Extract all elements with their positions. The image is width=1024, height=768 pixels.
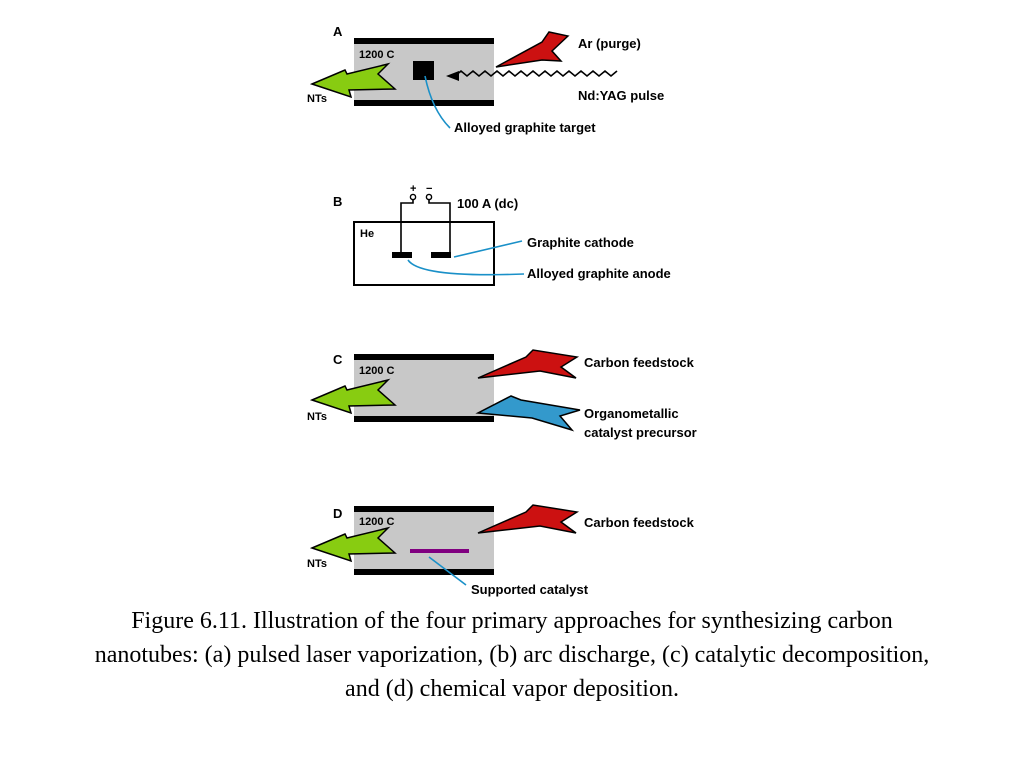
panel-b-wire-minus <box>428 199 451 256</box>
panel-a-laser-wave <box>454 69 618 78</box>
panel-b-minus-sign: − <box>426 183 432 195</box>
panel-d-top-wall <box>354 506 494 512</box>
panel-b-current-label: 100 A (dc) <box>457 196 518 211</box>
panel-b-anode-leader <box>407 259 525 276</box>
panel-b-wire-plus <box>400 199 414 256</box>
synthesis-diagram: A 1200 C Ar (purge) Nd:YAG pulse NTs All… <box>307 24 697 597</box>
panel-c-feed-label: Carbon feedstock <box>584 355 695 370</box>
panel-c-catalyst-label-2: catalyst precursor <box>584 425 697 440</box>
panel-c-feed-arrow <box>477 349 580 379</box>
panel-b-terminal-plus <box>409 193 417 201</box>
panel-a-letter: A <box>333 24 343 39</box>
panel-c-top-wall <box>354 354 494 360</box>
panel-d-temperature: 1200 C <box>359 516 395 528</box>
panel-d-outlet-arrow <box>309 526 397 563</box>
panel-d-catalyst-leader <box>428 556 467 586</box>
panel-a-laser-arrowhead <box>446 71 459 81</box>
panel-d-letter: D <box>333 506 342 521</box>
panel-d-bottom-wall <box>354 569 494 575</box>
panel-c-catalyst-arrow <box>475 395 581 432</box>
panel-d-feed-arrow <box>477 504 580 534</box>
panel-b-terminal-minus <box>425 193 433 201</box>
panel-b-cathode-label: Graphite cathode <box>527 235 634 250</box>
panel-a-outlet-arrow <box>309 62 397 99</box>
panel-a-top-wall <box>354 38 494 44</box>
panel-a-bottom-wall <box>354 100 494 106</box>
panel-b-anode-label: Alloyed graphite anode <box>527 266 671 281</box>
panel-a-target-label: Alloyed graphite target <box>454 120 596 135</box>
panel-b-cathode-leader <box>453 240 523 258</box>
panel-a-inlet-arrow <box>495 31 570 68</box>
panel-a: A 1200 C Ar (purge) Nd:YAG pulse NTs All… <box>307 24 664 135</box>
panel-a-temperature: 1200 C <box>359 49 395 61</box>
panel-d-feed-label: Carbon feedstock <box>584 515 695 530</box>
panel-a-graphite-target <box>413 61 434 80</box>
panel-c-catalyst-label-1: Organometallic <box>584 406 679 421</box>
panel-b-plus-sign: + <box>410 183 416 195</box>
panel-c: C 1200 C Carbon feedstock Organometallic… <box>307 349 697 440</box>
panel-c-letter: C <box>333 352 343 367</box>
panel-a-target-leader <box>424 75 451 129</box>
panel-c-temperature: 1200 C <box>359 365 395 377</box>
panel-d: D 1200 C Carbon feedstock NTs Supported … <box>307 504 695 597</box>
panel-c-outlet-arrow <box>309 378 397 415</box>
panel-d-supported-catalyst <box>410 549 469 553</box>
panel-b-cathode <box>431 252 451 258</box>
panel-c-bottom-wall <box>354 416 494 422</box>
panel-d-catalyst-label: Supported catalyst <box>471 582 589 597</box>
panel-b-gas: He <box>360 228 374 240</box>
panel-a-outlet-label: NTs <box>307 93 327 105</box>
panel-b-anode <box>392 252 412 258</box>
panel-b-letter: B <box>333 194 342 209</box>
panel-a-laser-label: Nd:YAG pulse <box>578 88 664 103</box>
panel-d-outlet-label: NTs <box>307 558 327 570</box>
panel-a-inlet-label: Ar (purge) <box>578 36 641 51</box>
figure-caption: Figure 6.11. Illustration of the four pr… <box>94 608 930 702</box>
panel-b-chamber <box>353 221 495 286</box>
panel-c-outlet-label: NTs <box>307 411 327 423</box>
panel-b: B He + − 100 A (dc) Graphite cathode All… <box>333 183 671 286</box>
